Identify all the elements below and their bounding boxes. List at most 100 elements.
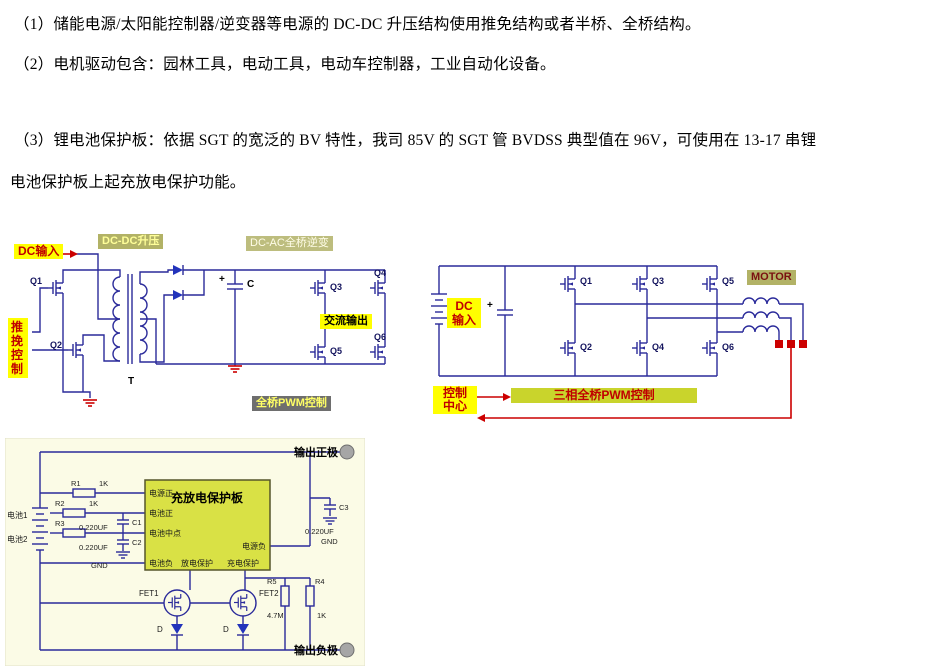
inverter-diagram: Q1 Q2 Q3 Q4 Q5 Q6 T + C DC输入 DC-DC升压 DC-… — [8, 232, 393, 437]
r5-label: R5 — [267, 577, 277, 586]
mosfet-q4 — [369, 277, 386, 299]
dc-input-label: DC输入 — [447, 298, 481, 328]
motor-label: MOTOR — [747, 270, 796, 285]
c1-value: 0.220UF — [79, 523, 108, 532]
dcdc-boost-label: DC-DC升压 — [98, 234, 164, 249]
mosfet-q6 — [701, 337, 718, 359]
r2-label: R2 — [55, 499, 65, 508]
pin-charge-protect: 充电保护 — [227, 558, 259, 568]
q1-label: Q1 — [580, 276, 592, 286]
q6-label: Q6 — [374, 332, 386, 342]
c3-value: 0.220UF — [305, 527, 334, 536]
q5-label: Q5 — [330, 346, 342, 356]
c2-label: C2 — [132, 538, 142, 547]
output-negative-terminal — [339, 642, 355, 658]
mosfet-q6 — [369, 341, 386, 363]
control-center-line1: 控制 — [442, 386, 467, 400]
pin-power-positive: 电源正 — [149, 488, 173, 498]
battery2-label: 电池2 — [7, 534, 28, 544]
control-center-label: 控制 中心 — [433, 386, 477, 414]
inverter-schematic: Q1 Q2 Q3 Q4 Q5 Q6 T + C — [30, 250, 386, 407]
cap-polarity: + — [487, 300, 493, 311]
bms-circuit-wires — [32, 451, 340, 651]
mosfet-q5 — [701, 273, 718, 295]
c3-label: C3 — [339, 503, 349, 512]
mosfet-q1 — [47, 277, 64, 299]
protection-board-box — [144, 479, 271, 571]
bms-diagram: 充放电保护板 电源正 电池正 电池中点 电池负 放电保护 充电保护 电源负 输出… — [5, 438, 365, 666]
ac-output-label: 交流输出 — [320, 314, 372, 329]
r5-value: 4.7M — [267, 611, 284, 620]
pin-battery-middle: 电池中点 — [149, 528, 181, 538]
q6-label: Q6 — [722, 342, 734, 352]
c1-label: C1 — [132, 518, 142, 527]
mosfet-q2 — [559, 337, 576, 359]
r1-label: R1 — [71, 479, 81, 488]
output-negative-label: 输出负极 — [294, 643, 339, 657]
paragraph-1: （1）储能电源/太阳能控制器/逆变器等电源的 DC-DC 升压结构使用推免结构或… — [14, 16, 701, 33]
gnd2-label: GND — [321, 537, 338, 546]
motor-circuit-wires — [431, 265, 804, 377]
q2-label: Q2 — [580, 342, 592, 352]
pin-discharge-protect: 放电保护 — [181, 558, 213, 568]
control-arrow-head — [503, 393, 511, 401]
r4-label: R4 — [315, 577, 325, 586]
rectifier-diode-2 — [173, 290, 184, 300]
push-pull-control-label: 推挽控制 — [8, 318, 28, 378]
r2-value: 1K — [89, 499, 98, 508]
motor-drive-diagram: Q1 Q3 Q5 Q2 Q4 Q6 + DC输入 MOTOR 控制 中心 三相全… — [425, 246, 885, 436]
q4-label: Q4 — [374, 268, 386, 278]
control-center-line2: 中心 — [442, 399, 467, 413]
motor-drive-schematic: Q1 Q3 Q5 Q2 Q4 Q6 + — [431, 265, 807, 422]
body-diode-1 — [171, 624, 183, 636]
transformer-label: T — [128, 376, 134, 387]
board-title: 充放电保护板 — [171, 490, 244, 505]
diode2-label: D — [223, 625, 229, 634]
feedback-arrow-head — [477, 414, 485, 422]
c2-value: 0.220UF — [79, 543, 108, 552]
q1-label: Q1 — [30, 276, 42, 286]
paragraph-3-line-2: 电池保护板上起充放电保护功能。 — [10, 174, 246, 191]
motor-terminal-1 — [775, 340, 783, 348]
cap-label: C — [247, 279, 254, 290]
q5-label: Q5 — [722, 276, 734, 286]
mosfet-q4 — [631, 337, 648, 359]
fet2-label: FET2 — [259, 589, 279, 598]
pin-power-negative: 电源负 — [242, 541, 266, 551]
three-phase-pwm-label: 三相全桥PWM控制 — [511, 388, 697, 403]
pin-battery-negative: 电池负 — [149, 558, 173, 568]
inverter-circuit-wires — [32, 253, 386, 398]
paragraph-3-line-1: （3）锂电池保护板：依据 SGT 的宽泛的 BV 特性，我司 85V 的 SGT… — [14, 132, 817, 149]
output-positive-terminal — [339, 444, 355, 460]
diode1-label: D — [157, 625, 163, 634]
mosfet-q2 — [67, 339, 84, 361]
dcac-bridge-label: DC-AC全桥逆变 — [246, 236, 333, 251]
rectifier-diode-1 — [173, 265, 184, 275]
dc-input-label: DC输入 — [14, 244, 64, 259]
pin-battery-positive: 电池正 — [149, 508, 173, 518]
cap-polarity: + — [219, 274, 225, 285]
r4-value: 1K — [317, 611, 326, 620]
mosfet-q1 — [559, 273, 576, 295]
mosfet-q3 — [631, 273, 648, 295]
r3-label: R3 — [55, 519, 65, 528]
motor-terminal-3 — [799, 340, 807, 348]
feedback-line — [485, 348, 792, 419]
bms-schematic: 充放电保护板 电源正 电池正 电池中点 电池负 放电保护 充电保护 电源负 输出… — [5, 438, 365, 666]
r1-value: 1K — [99, 479, 108, 488]
ground-symbol-2 — [227, 365, 243, 373]
motor-terminal-2 — [787, 340, 795, 348]
body-diode-2 — [237, 624, 249, 636]
gnd1-label: GND — [91, 561, 108, 570]
q4-label: Q4 — [652, 342, 664, 352]
q2-label: Q2 — [50, 340, 62, 350]
paragraph-2: （2）电机驱动包含：园林工具，电动工具，电动车控制器，工业自动化设备。 — [14, 56, 556, 73]
input-arrow-head — [70, 250, 78, 258]
fet1-label: FET1 — [139, 589, 159, 598]
battery1-label: 电池1 — [7, 510, 28, 520]
q3-label: Q3 — [652, 276, 664, 286]
mosfet-q3 — [309, 277, 326, 299]
q3-label: Q3 — [330, 282, 342, 292]
full-bridge-pwm-label: 全桥PWM控制 — [252, 396, 331, 411]
